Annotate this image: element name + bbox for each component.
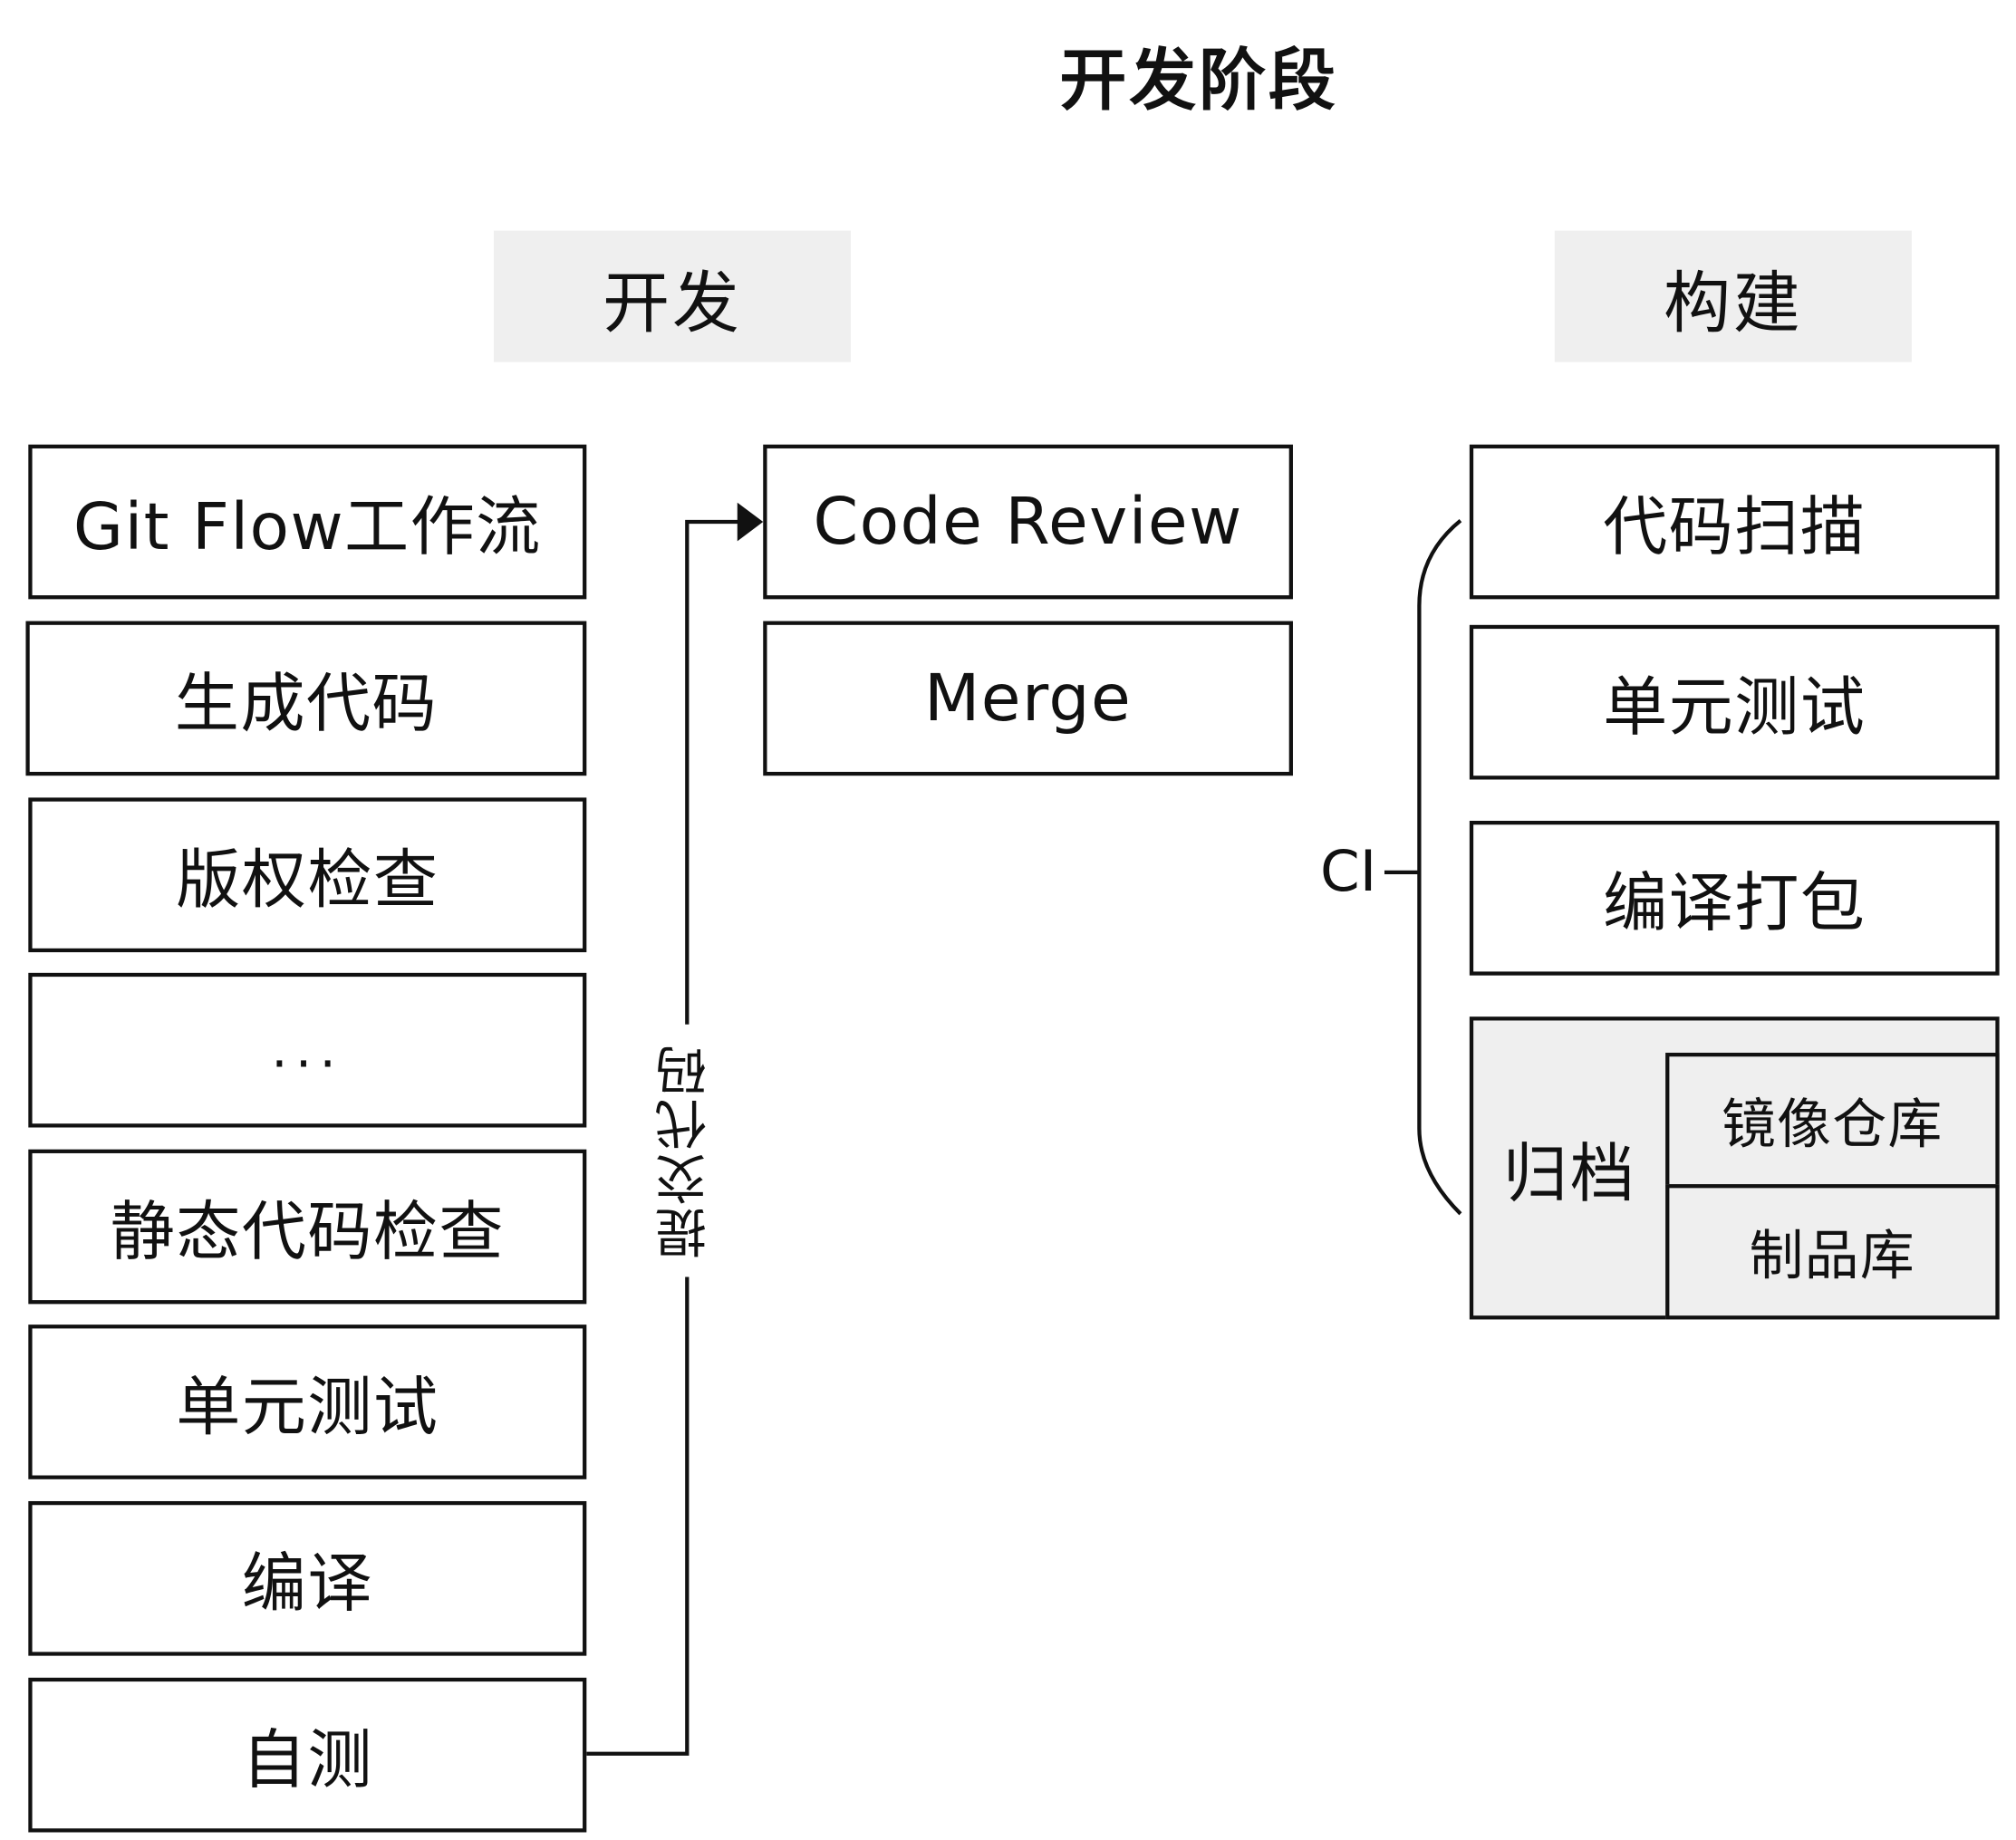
build-step-code-scan: 代码扫描 — [1469, 444, 2000, 600]
develop-step-generate-code: 生成代码 — [25, 621, 587, 776]
develop-step-compile: 编译 — [28, 1500, 587, 1656]
review-step-code-review: Code Review — [763, 444, 1293, 600]
ci-label: CI — [1312, 834, 1384, 908]
develop-step-copyright-check: 版权检查 — [28, 797, 587, 953]
archive-target-image-registry: 镜像仓库 — [1665, 1053, 2000, 1189]
build-header: 构建 — [1554, 230, 1912, 362]
develop-step-git-flow: Git Flow工作流 — [28, 444, 587, 600]
build-step-unit-test: 单元测试 — [1469, 624, 2000, 780]
develop-step-static-check: 静态代码检查 — [28, 1149, 587, 1305]
develop-step-unit-test: 单元测试 — [28, 1325, 587, 1479]
archive-target-artifact-repo: 制品库 — [1665, 1184, 2000, 1320]
develop-step-ellipsis: ... — [28, 972, 587, 1128]
develop-header: 开发 — [493, 230, 851, 362]
submit-code-arrowhead — [737, 502, 764, 542]
diagram-title: 开发阶段 — [1059, 42, 1338, 120]
ci-brace — [1417, 518, 1462, 1216]
develop-step-self-test: 自测 — [28, 1677, 587, 1833]
submit-code-label: 提交代码 — [651, 1024, 719, 1277]
build-step-compile-package: 编译打包 — [1469, 821, 2000, 976]
review-step-merge: Merge — [763, 621, 1293, 776]
archive-label: 归档 — [1502, 1135, 1637, 1211]
archive-group: 归档 镜像仓库 制品库 — [1469, 1016, 2000, 1320]
